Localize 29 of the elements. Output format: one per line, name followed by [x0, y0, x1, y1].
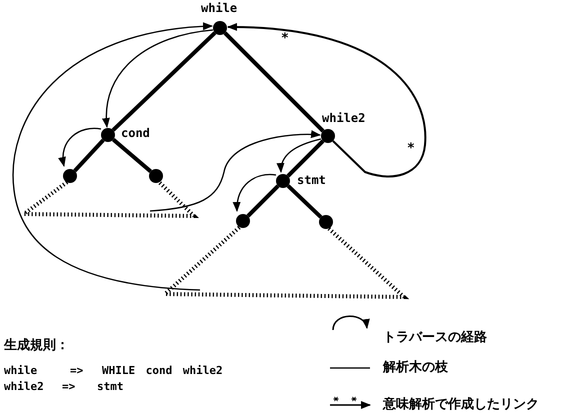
tree-branch — [286, 184, 322, 219]
node-label: cond — [121, 127, 150, 140]
node-label: stmt — [297, 174, 326, 187]
tree-branch — [246, 184, 280, 218]
traversal-arrow — [12, 22, 213, 291]
traversal-arrow — [150, 130, 321, 212]
rule-cell: while — [4, 364, 38, 377]
node-label: while — [201, 2, 238, 15]
tree-branch — [112, 31, 216, 132]
asterisk-mark: * — [281, 32, 289, 45]
legend-label: 解析木の枝 — [383, 360, 448, 376]
rule-cell: => — [70, 364, 84, 377]
rule-cell: => — [62, 380, 76, 393]
traversal-arrow — [277, 138, 322, 173]
rules-heading: 生成規則： — [4, 338, 69, 354]
traversal-arrow — [102, 29, 214, 128]
tree-branch — [286, 140, 324, 178]
legend-label: トラバースの経路 — [383, 330, 487, 346]
tree-branch — [224, 32, 324, 132]
link-arrow — [227, 23, 426, 178]
rule-cell: WHILE cond while2 — [102, 364, 223, 377]
tree-branch — [112, 138, 152, 173]
traversal-arrow — [58, 128, 102, 167]
legend-label: 意味解析で作成したリンク — [383, 397, 539, 413]
rule-cell: while2 — [4, 380, 44, 393]
traversal-arrow — [233, 174, 276, 212]
node-label: while2 — [322, 112, 366, 125]
tree-branch — [73, 138, 105, 172]
rule-cell: stmt — [97, 380, 124, 393]
